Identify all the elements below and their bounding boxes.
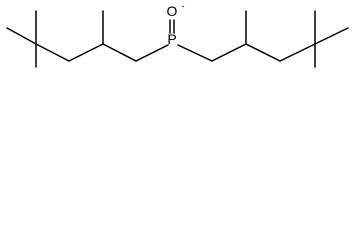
left-alkyl-chain bbox=[6, 10, 169, 68]
bond-left-ch-to-ch2 bbox=[102, 43, 137, 62]
bond-left-ch2-to-p bbox=[135, 44, 169, 62]
oxygen-charge-label: - bbox=[182, 1, 185, 11]
right-alkyl-chain bbox=[177, 10, 349, 68]
bond-left-ch2-to-ch bbox=[68, 43, 104, 62]
bond-right-ch2-to-ch bbox=[211, 43, 247, 62]
bond-left-to-ch2 bbox=[35, 43, 70, 62]
bond-p-to-right-ch2 bbox=[177, 44, 213, 62]
skeletal-structure-diagram: P O - bbox=[6, 1, 349, 68]
bond-right-ch-to-ch2 bbox=[245, 43, 281, 62]
phosphorus-atom-label: P bbox=[167, 31, 176, 47]
bond-right-ch2-to-quaternary bbox=[279, 43, 316, 62]
oxygen-atom-label: O bbox=[167, 3, 178, 19]
bond-right-methyl-a bbox=[314, 27, 349, 45]
bond-left-methyl-a bbox=[6, 27, 37, 45]
phosphine-oxide-group: P O - bbox=[167, 1, 185, 47]
